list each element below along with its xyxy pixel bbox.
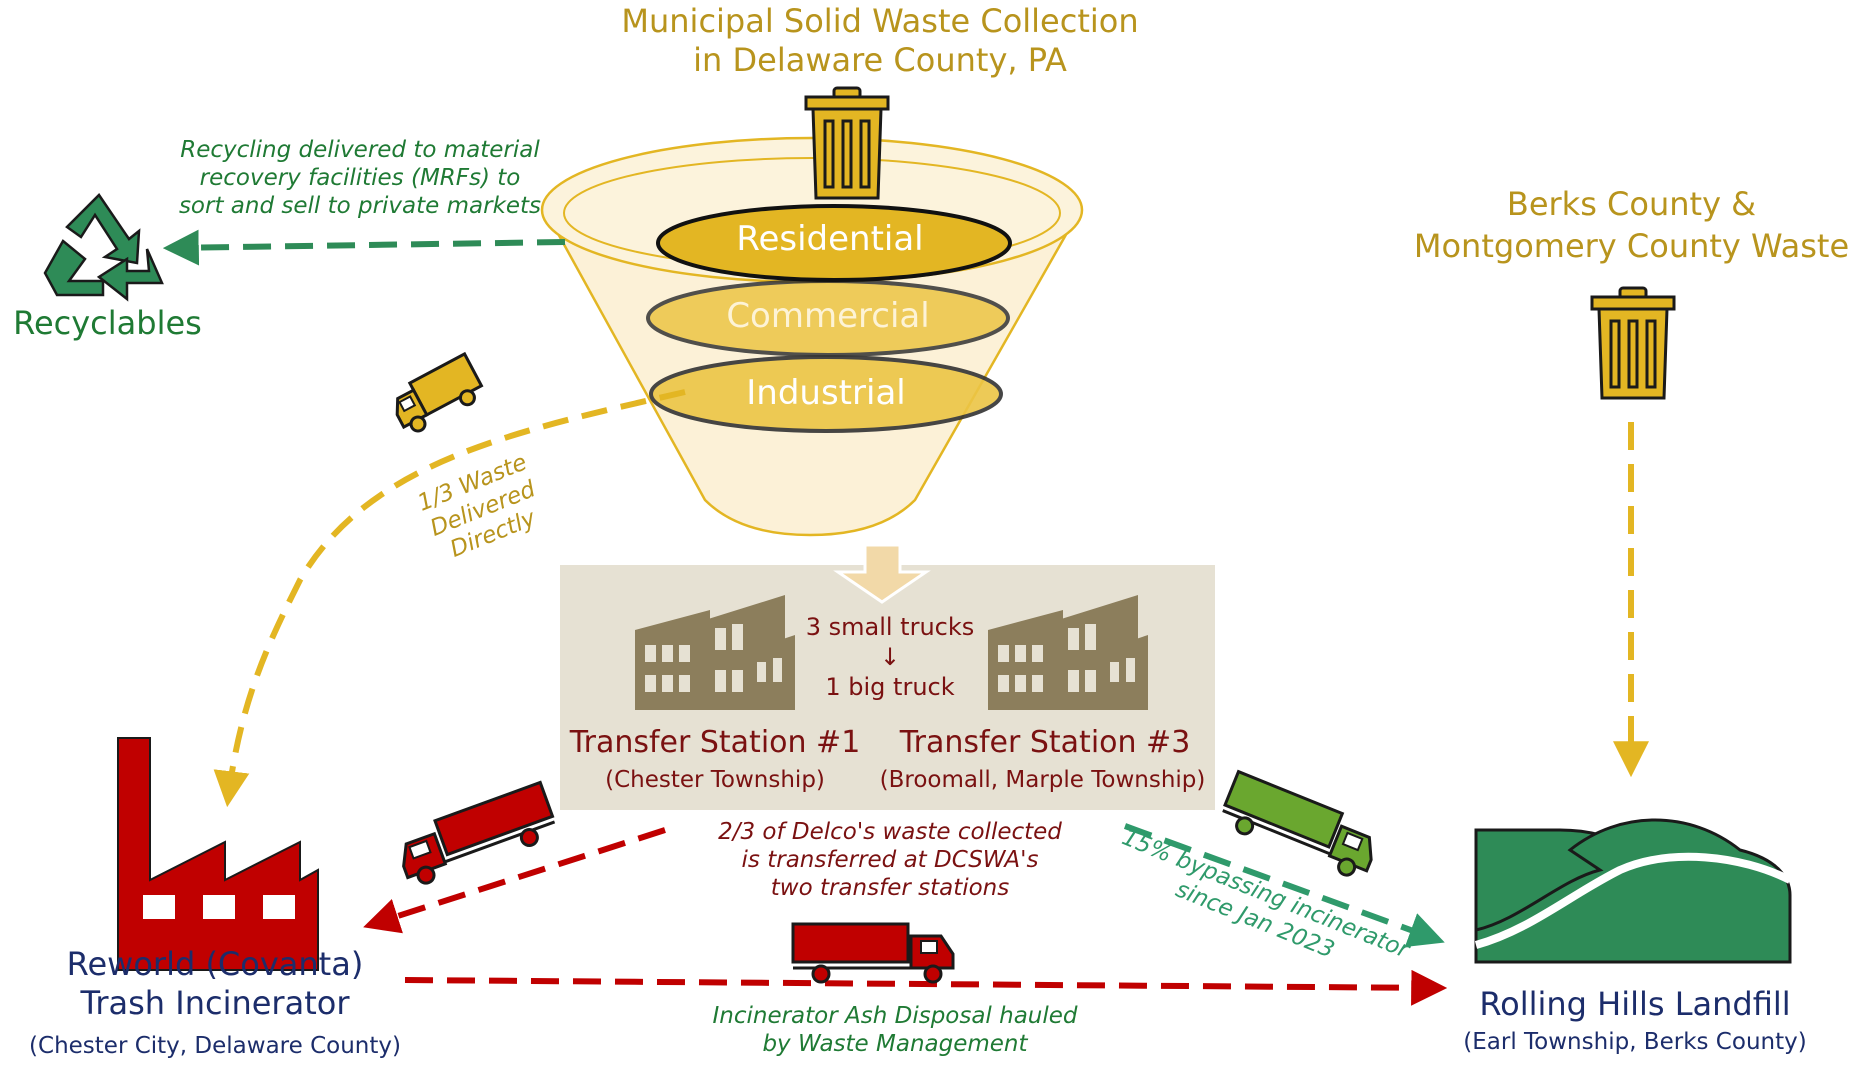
incinerator-label: Reworld (Covanta) Trash Incinerator	[40, 945, 390, 1023]
recycle-icon	[43, 193, 164, 302]
incinerator-line: Reworld (Covanta)	[66, 945, 364, 983]
trash-can-icon	[1590, 286, 1676, 400]
funnel-down-arrow	[833, 543, 931, 604]
funnel-layer-industrial: Industrial	[746, 373, 906, 413]
title-line-2: in Delaware County, PA	[693, 41, 1067, 80]
landfill-name: Rolling Hills Landfill	[1479, 985, 1791, 1023]
funnel	[540, 136, 1084, 537]
trash-can-icon	[804, 86, 890, 200]
transfer-station-3-name: Transfer Station #3	[899, 725, 1191, 760]
down-arrow-icon: ↓	[879, 643, 901, 671]
recycling-arrow	[162, 229, 566, 266]
transfer-station-1-location: (Chester Township)	[605, 767, 825, 793]
transfer-caption: 2/3 of Delco's waste collected is transf…	[690, 818, 1090, 902]
consolidation-top: 3 small trucks	[805, 613, 975, 641]
consolidation-bottom: 1 big truck	[825, 673, 955, 701]
hills-icon	[1474, 818, 1792, 964]
truck-consolidation: 3 small trucks ↓ 1 big truck	[790, 612, 990, 702]
recycling-caption: Recycling delivered to material recovery…	[160, 136, 560, 220]
berks-line: Montgomery County Waste	[1413, 226, 1850, 265]
recycling-caption-line: recovery facilities (MRFs) to	[199, 165, 521, 192]
transfer-station-3-location: (Broomall, Marple Township)	[879, 767, 1206, 793]
recyclables-label: Recyclables	[13, 304, 202, 342]
ash-caption-line: Incinerator Ash Disposal hauled	[712, 1003, 1078, 1029]
recycling-caption-line: sort and sell to private markets	[178, 193, 542, 220]
funnel-layer-commercial: Commercial	[726, 296, 930, 336]
ash-disposal-caption: Incinerator Ash Disposal hauled by Waste…	[680, 1002, 1110, 1058]
incinerator-line: Trash Incinerator	[80, 984, 350, 1023]
transfer-caption-line: 2/3 of Delco's waste collected	[718, 819, 1062, 845]
title-line-1: Municipal Solid Waste Collection	[621, 2, 1139, 40]
transfer-caption-line: two transfer stations	[770, 875, 1010, 902]
truck-icon	[402, 780, 556, 885]
transfer-to-incinerator-arrow	[363, 827, 666, 934]
ash-disposal-arrow	[404, 969, 1448, 1006]
factory-icon	[117, 737, 319, 971]
bypass-arrow	[1123, 823, 1445, 948]
incinerator-location: (Chester City, Delaware County)	[29, 1033, 401, 1059]
funnel-layer-residential: Residential	[736, 219, 924, 259]
truck-icon	[1222, 769, 1373, 877]
page-title: Municipal Solid Waste Collection in Dela…	[560, 2, 1200, 80]
transfer-caption-line: is transferred at DCSWA's	[741, 847, 1039, 874]
transfer-station-1-name: Transfer Station #1	[569, 725, 861, 760]
truck-icon	[791, 922, 955, 984]
truck-icon	[395, 351, 484, 433]
direct-delivery-arrow	[213, 389, 686, 808]
landfill-location: (Earl Township, Berks County)	[1463, 1029, 1807, 1055]
recycling-caption-line: Recycling delivered to material	[180, 137, 540, 163]
berks-label: Berks County & Montgomery County Waste	[1400, 184, 1863, 267]
berks-line: Berks County &	[1506, 185, 1757, 223]
ash-caption-line: by Waste Management	[762, 1031, 1028, 1058]
